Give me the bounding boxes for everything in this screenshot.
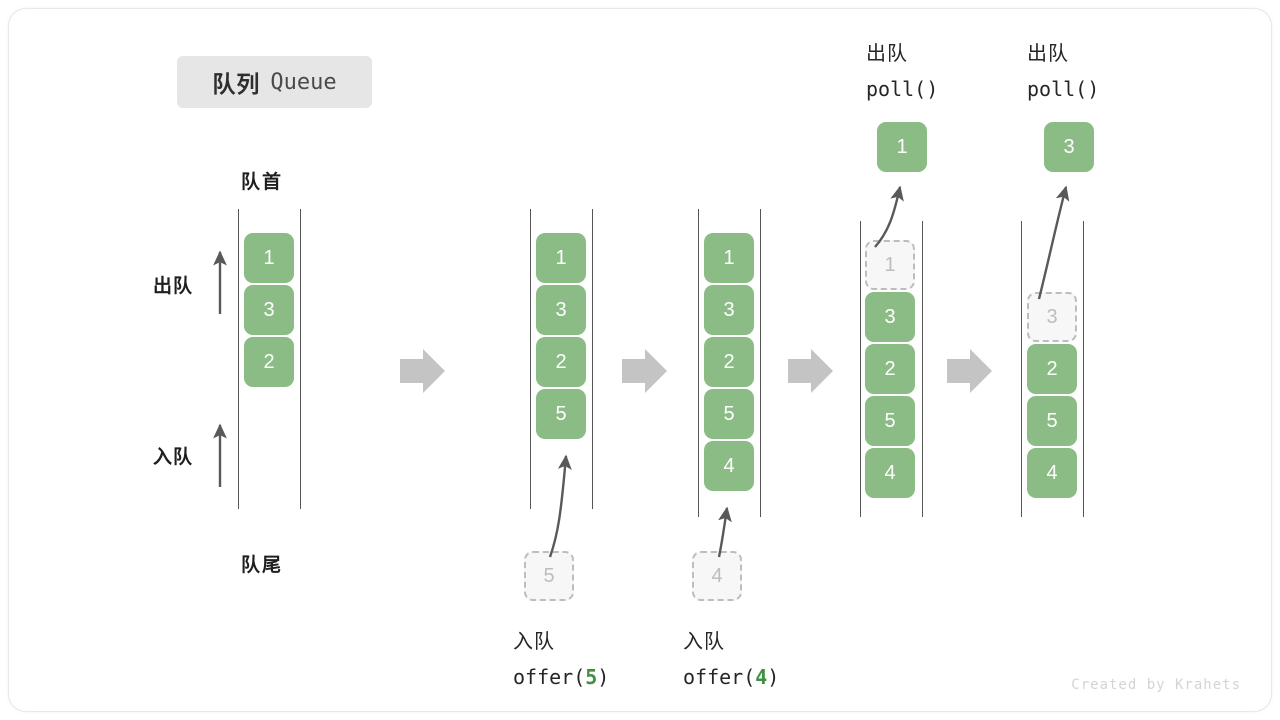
incoming-element-4-ghost: 4 bbox=[692, 551, 742, 601]
caption-offer-5-cn: 入队 bbox=[513, 631, 555, 653]
dequeue-direction-label: 出队 bbox=[153, 276, 194, 297]
queue-element-2: 2 bbox=[865, 344, 915, 394]
queue-element-5: 5 bbox=[1027, 396, 1077, 446]
caption-offer-4-cn: 入队 bbox=[683, 631, 725, 653]
caption-offer-4-prefix: offer( bbox=[683, 665, 756, 689]
caption-offer-4-code: offer(4) bbox=[683, 660, 779, 695]
caption-offer-4: 入队 offer(4) bbox=[683, 625, 779, 695]
step-arrow-1 bbox=[400, 349, 445, 393]
queue-element-2: 2 bbox=[536, 337, 586, 387]
step-arrow-3 bbox=[788, 349, 833, 393]
queue-element-3: 3 bbox=[865, 292, 915, 342]
caption-offer-5-prefix: offer( bbox=[513, 665, 586, 689]
enqueue-arrow-4 bbox=[717, 506, 732, 558]
queue-rail-right-4 bbox=[922, 221, 923, 517]
queue-rail-left-5 bbox=[1021, 221, 1022, 517]
caption-offer-5: 入队 offer(5) bbox=[513, 625, 609, 695]
queue-element-1: 1 bbox=[704, 233, 754, 283]
popped-element-3: 3 bbox=[1044, 122, 1094, 172]
queue-element-5: 5 bbox=[865, 396, 915, 446]
queue-element-3: 3 bbox=[704, 285, 754, 335]
queue-rail-right-3 bbox=[760, 209, 761, 517]
caption-poll-1-cn: 出队 bbox=[866, 43, 908, 65]
queue-head-label: 队首 bbox=[241, 172, 284, 193]
enqueue-arrow-5 bbox=[548, 454, 572, 558]
queue-element-5: 5 bbox=[536, 389, 586, 439]
queue-rail-right-2 bbox=[592, 209, 593, 509]
caption-offer-5-code: offer(5) bbox=[513, 660, 609, 695]
queue-rail-right-5 bbox=[1083, 221, 1084, 517]
caption-offer-5-num: 5 bbox=[585, 665, 598, 689]
caption-offer-4-num: 4 bbox=[755, 665, 768, 689]
diagram-title-badge: 队列 Queue bbox=[177, 56, 372, 108]
queue-element-4: 4 bbox=[704, 441, 754, 491]
step-arrow-4 bbox=[947, 349, 992, 393]
queue-rail-left-1 bbox=[238, 209, 239, 509]
queue-element-1: 1 bbox=[536, 233, 586, 283]
queue-element-5: 5 bbox=[704, 389, 754, 439]
popped-element-1: 1 bbox=[877, 122, 927, 172]
title-cn: 队列 bbox=[212, 71, 261, 97]
queue-element-3-ghost: 3 bbox=[1027, 292, 1077, 342]
caption-offer-4-suffix: ) bbox=[767, 665, 780, 689]
caption-poll-3-code: poll() bbox=[1027, 77, 1100, 101]
dequeue-arrow-1 bbox=[874, 185, 904, 248]
queue-element-2: 2 bbox=[704, 337, 754, 387]
queue-tail-label: 队尾 bbox=[241, 555, 284, 576]
incoming-element-5-ghost: 5 bbox=[524, 551, 574, 601]
queue-element-1: 1 bbox=[244, 233, 294, 283]
queue-rail-left-4 bbox=[860, 221, 861, 517]
queue-element-4: 4 bbox=[865, 448, 915, 498]
queue-rail-left-3 bbox=[698, 209, 699, 517]
queue-element-2: 2 bbox=[1027, 344, 1077, 394]
dequeue-arrow-3 bbox=[1037, 185, 1070, 300]
queue-element-2: 2 bbox=[244, 337, 294, 387]
queue-element-3: 3 bbox=[244, 285, 294, 335]
caption-poll-3-cn: 出队 bbox=[1027, 43, 1069, 65]
caption-poll-1: 出队 poll() bbox=[866, 37, 938, 107]
queue-element-1-ghost: 1 bbox=[865, 240, 915, 290]
queue-element-4: 4 bbox=[1027, 448, 1077, 498]
enqueue-direction-label: 入队 bbox=[153, 447, 194, 468]
caption-poll-3: 出队 poll() bbox=[1027, 37, 1099, 107]
queue-rail-right-1 bbox=[300, 209, 301, 509]
watermark: Created by Krahets bbox=[1071, 677, 1241, 693]
caption-offer-5-suffix: ) bbox=[597, 665, 610, 689]
caption-poll-1-code: poll() bbox=[866, 77, 939, 101]
queue-rail-left-2 bbox=[530, 209, 531, 509]
queue-element-3: 3 bbox=[536, 285, 586, 335]
step-arrow-2 bbox=[622, 349, 667, 393]
title-en: Queue bbox=[270, 69, 337, 95]
